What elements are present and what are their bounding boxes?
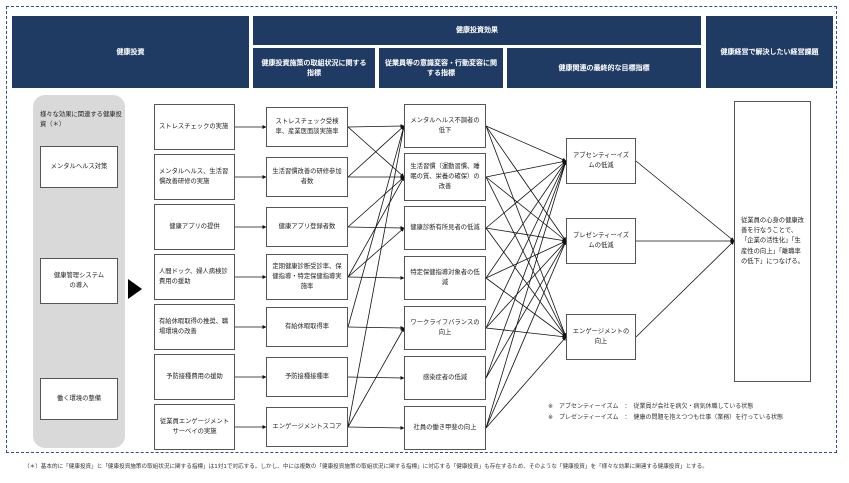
connector-arrow — [485, 160, 567, 329]
connector-arrow — [485, 160, 567, 279]
connector-arrow — [635, 160, 735, 242]
panel-item-work-environment: 働く環境の整備 — [40, 378, 118, 420]
connector-arrow — [347, 176, 405, 228]
awareness-indicator: 社員の働き甲斐の向上 — [404, 406, 486, 450]
awareness-indicator: 特定保健指導対象者の低減 — [404, 256, 486, 300]
awareness-indicator: 生活習慣（運動習慣、睡眠の質、栄養の確保）の改善 — [404, 153, 486, 201]
awareness-indicator: 感染症者の低減 — [404, 356, 486, 400]
connector-arrow — [485, 160, 567, 429]
connector-arrow — [485, 240, 567, 279]
connector-arrow — [485, 227, 567, 243]
initiative-indicator: 生活習慣改善の研修参加者数 — [266, 157, 348, 197]
initiative-indicator: ストレスチェック受検率、産業医面談実施率 — [266, 107, 348, 147]
connector-arrow — [485, 176, 567, 242]
header-investment-label: 健康投資 — [116, 47, 145, 56]
connector-arrow — [485, 277, 567, 338]
connector-arrow — [485, 160, 567, 229]
panel-item-mental-health: メンタルヘルス対策 — [40, 146, 118, 188]
header-final-indicators: 健康関連の最終的な目標指標 — [507, 48, 701, 88]
footnote: （＊）基本的に「健康投資」と「健康投資施策の取組状況に関する指標」は1対1で対応… — [24, 464, 708, 470]
definition-presenteeism: ※ プレゼンティーイズム ： 健康の問題を抱えつつも仕事（業務）を行っている状態 — [548, 414, 784, 421]
initiative-indicator: 予防接種接種率 — [266, 357, 348, 397]
connector-arrow — [485, 176, 567, 338]
investment-item: 有給休暇取得の推奨、職場環境の改善 — [154, 304, 235, 350]
final-indicator: アブセンティーイズムの低減 — [566, 138, 636, 184]
initiative-indicator: 健康アプリ登録者数 — [266, 207, 348, 247]
investment-item: 健康アプリの提供 — [154, 204, 235, 250]
header-issues: 健康経営で解決したい経営課題 — [706, 16, 833, 88]
connector-arrow — [485, 336, 567, 429]
header-final-label: 健康関連の最終的な目標指標 — [558, 63, 650, 72]
awareness-indicator: ワークライフバランスの向上 — [404, 306, 486, 350]
initiative-indicator: 定期健康診断受診率、保健指導・特定保健指導実施率 — [266, 254, 348, 300]
connector-arrow — [347, 425, 405, 430]
header-issues-label: 健康経営で解決したい経営課題 — [720, 47, 819, 56]
connector-arrow — [485, 160, 567, 379]
header-awareness-indicators: 従業員等の意識変容・行動変容に関する指標 — [379, 48, 503, 88]
connector-arrow — [485, 327, 567, 339]
diagram-frame — [6, 6, 837, 453]
header-investment: 健康投資 — [12, 16, 249, 88]
connector-arrow — [347, 125, 405, 328]
final-indicator: エンゲージメントの向上 — [566, 314, 636, 360]
connector-arrow — [485, 125, 567, 338]
connector-arrow — [347, 325, 405, 330]
connector-arrow — [485, 240, 567, 329]
investment-item: ストレスチェックの実施 — [154, 104, 235, 150]
header-effects-label: 健康投資効果 — [456, 26, 498, 35]
header-initiative-label: 健康投資施策の取組状況に関する指標 — [261, 58, 367, 78]
management-issue-box: 従業員の心身の健康改善を行なうことで、「企業の活性化」「生産性の向上」「離職率の… — [734, 101, 811, 382]
panel-item-health-system: 健康管理システムの導入 — [40, 258, 118, 304]
connector-arrow — [347, 125, 405, 178]
connector-arrow — [485, 227, 567, 338]
awareness-indicator: 健康診断有所見者の低減 — [404, 206, 486, 250]
connector-arrow — [635, 240, 735, 338]
connector-arrow — [485, 125, 567, 162]
awareness-indicator: メンタルヘルス不調者の低下 — [404, 104, 486, 148]
connector-arrow — [485, 125, 567, 242]
management-issue-text: 従業員の心身の健康改善を行なうことで、「企業の活性化」「生産性の向上」「離職率の… — [741, 217, 804, 265]
header-initiative-indicators: 健康投資施策の取組状況に関する指標 — [253, 48, 375, 88]
connector-arrow — [347, 227, 405, 278]
panel-title: 様々な効果に関連する健康投資（＊） — [40, 111, 122, 129]
header-effects: 健康投資効果 — [253, 16, 701, 45]
connector-arrow — [485, 240, 567, 379]
investment-item: 人間ドック、婦人病検診費用の援助 — [154, 254, 235, 300]
investment-item: メンタルヘルス、生活習慣改善研修の実施 — [154, 154, 235, 200]
initiative-indicator: エンゲージメントスコア — [266, 407, 348, 447]
connector-arrow — [347, 124, 405, 129]
connector-arrow — [485, 240, 567, 429]
header-awareness-label: 従業員等の意識変容・行動変容に関する指標 — [385, 58, 497, 78]
investment-item: 予防接種費用の援助 — [154, 354, 235, 400]
right-arrow-icon — [128, 279, 142, 299]
connector-arrow — [347, 125, 406, 428]
initiative-indicator: 有給休暇取得率 — [266, 307, 348, 347]
connector-arrow — [485, 159, 567, 178]
final-indicator: プレゼンティーイズムの低減 — [566, 218, 636, 264]
definition-absenteeism: ※ アブセンティーイズム ： 従業員が会社を病欠・病気休職している状態 — [548, 403, 754, 410]
connector-arrow — [347, 327, 405, 428]
investment-item: 従業員エンゲージメントサーベイの実施 — [154, 404, 235, 450]
